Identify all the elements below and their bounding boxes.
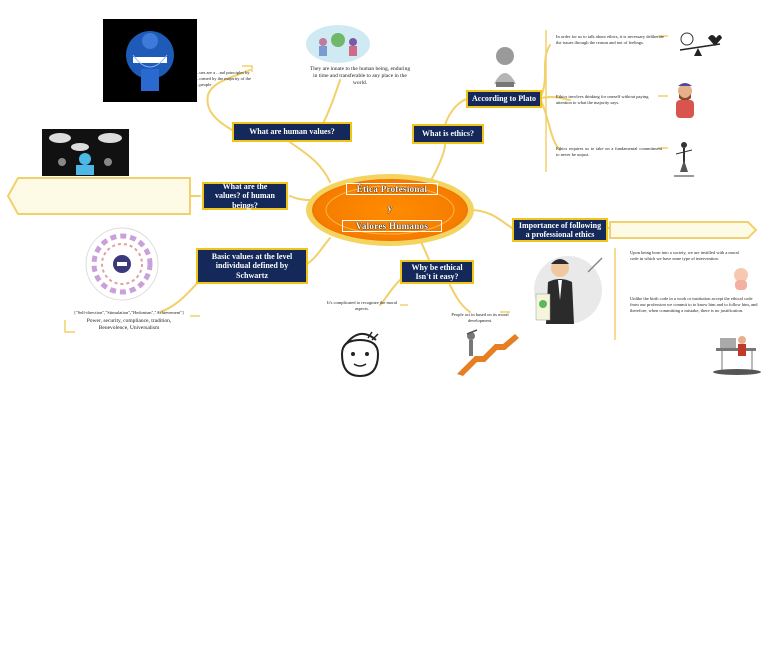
people-globe-icon (305, 24, 371, 64)
people-speech-icon (42, 129, 129, 176)
central-title-line2: y (387, 203, 393, 213)
central-title-line3: Valores Humanos (342, 220, 442, 232)
schwartz-text-1: ["Self-direction","Stimulation","Hedonis… (74, 310, 184, 315)
plato-text-1: In order for us to talk about ethics, it… (556, 34, 664, 45)
schwartz-text-2: Power, security, compliance, tradition, (86, 318, 172, 324)
node-according-plato: According to Plato (466, 90, 542, 108)
innate-text: They are innate to the human being, endu… (309, 66, 411, 86)
central-title-line1: Ética Profesional (346, 183, 438, 195)
people-act-text: People act in based on its moral develop… (451, 312, 509, 323)
node-what-is-ethics: What is ethics? (412, 124, 484, 144)
node-values-of-humans: What are the values? of human beings? (202, 182, 288, 210)
importance-text-2: Unlike the birth code in a work or insti… (630, 296, 758, 313)
node-importance: Importance of following a professional e… (512, 218, 608, 242)
scale-heart-icon (678, 30, 722, 58)
values-definition-text: ...ues are a ...nal principles by ...orm… (196, 70, 251, 87)
schwartz-wheel-icon (84, 226, 160, 302)
schwartz-text-3: Benevolence, Universalism (98, 325, 160, 331)
plato-text-2: Ethics involves thinking for oneself wit… (556, 94, 649, 105)
central-topic: Ética Profesional y Valores Humanos (304, 172, 476, 248)
bust-icon (490, 44, 520, 88)
desk-worker-icon (712, 330, 762, 376)
thinking-face-icon (338, 330, 382, 380)
node-why-ethical: Why be ethical Isn't it easy? (400, 260, 474, 284)
baby-icon (730, 266, 752, 292)
node-basic-values: Basic values at the level individual def… (196, 248, 308, 284)
stairs-climb-icon (455, 328, 521, 376)
plato-text-3: Ethics requires us to take on a fundamen… (556, 146, 662, 157)
importance-text-1: Upon being born into a society, we are i… (630, 250, 739, 261)
globe-person-icon (103, 19, 197, 102)
justice-statue-icon (672, 140, 696, 178)
complicated-text: It's complicated to recognize the moral … (327, 300, 397, 311)
businessman-icon (530, 250, 606, 326)
bearded-man-icon (673, 82, 697, 120)
node-human-values: What are human values? (232, 122, 352, 142)
